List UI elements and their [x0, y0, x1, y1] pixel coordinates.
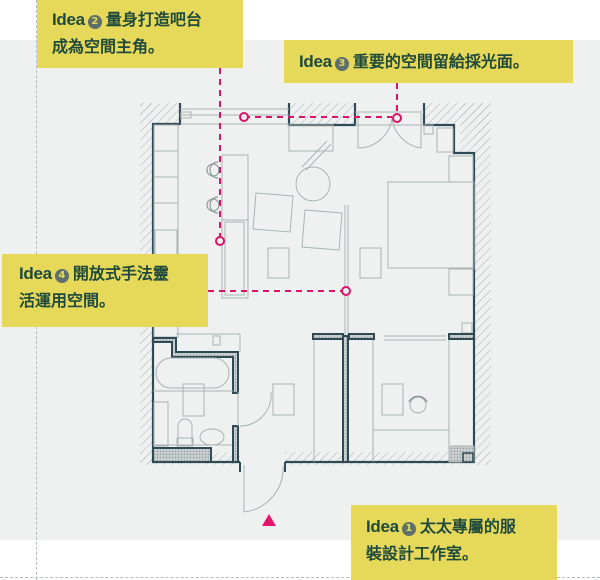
- number-badge: 1: [401, 522, 416, 536]
- horizontal-guide-line: [0, 577, 600, 578]
- sliding-partition: [344, 205, 349, 340]
- idea-label: Idea: [366, 517, 399, 536]
- leader-endpoints: [215, 112, 402, 296]
- callout-text-line2: 成為空間主角。: [52, 37, 165, 56]
- idea-label: Idea: [52, 10, 85, 29]
- number-badge: 3: [334, 57, 349, 71]
- callout-text-line1: 重要的空間留給採光面。: [352, 52, 529, 71]
- study-room: [313, 335, 475, 463]
- idea-label: Idea: [299, 52, 332, 71]
- callout-text-line2: 活運用空間。: [19, 291, 116, 310]
- number-badge: 2: [87, 15, 102, 29]
- number-badge: 4: [54, 269, 69, 283]
- entrance: [237, 383, 295, 513]
- callout-text-line1: 量身打造吧台: [105, 10, 202, 29]
- leader-lines: [208, 68, 398, 292]
- triangle-up-icon: [262, 514, 276, 526]
- callout-text-line1: 開放式手法靈: [72, 264, 169, 283]
- exterior-hatch: [140, 103, 491, 465]
- balcony-doors: [357, 113, 434, 149]
- callout-text-line1: 太太專屬的服: [419, 517, 516, 536]
- bar-counter: [221, 154, 249, 299]
- idea-label: Idea: [19, 264, 52, 283]
- bar-stools: [206, 161, 220, 214]
- top-window: [180, 108, 424, 126]
- interior-walls: [312, 333, 475, 463]
- bathroom-fixtures: [153, 333, 241, 447]
- entrance-walls: [239, 462, 286, 472]
- living-furniture: [252, 124, 382, 279]
- callout-text-line2: 裝設計工作室。: [366, 544, 479, 563]
- bathroom-walls: [152, 337, 239, 463]
- bedroom-furniture: [387, 127, 475, 334]
